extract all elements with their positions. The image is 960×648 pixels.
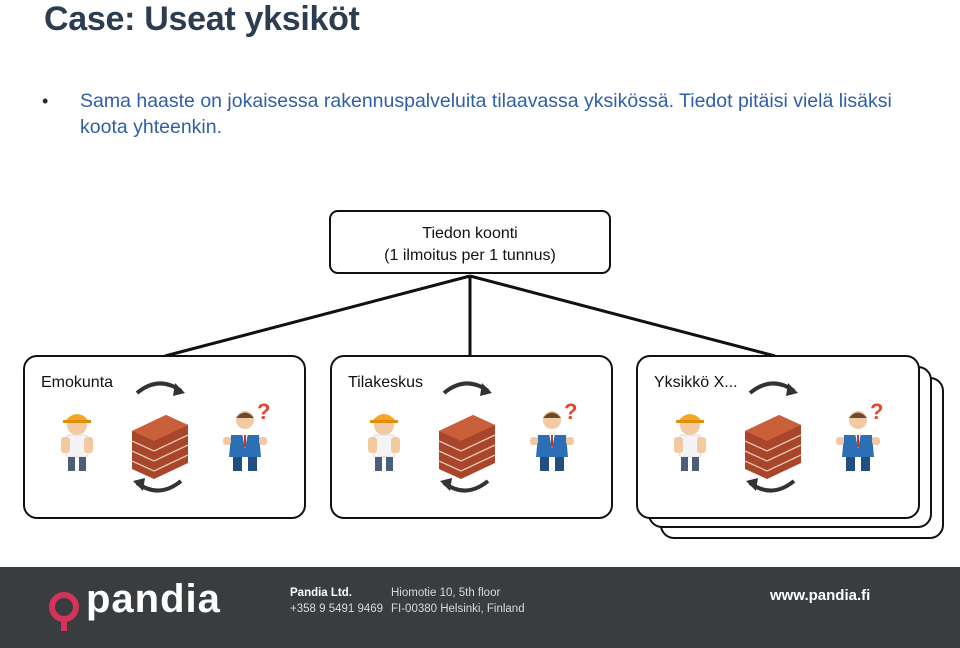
confused-businessman-icon xyxy=(223,399,271,471)
footer-url-link[interactable]: www.pandia.fi xyxy=(770,587,871,604)
footer-address-line2: FI-00380 Helsinki, Finland xyxy=(391,603,525,615)
unit-label: Tilakeskus xyxy=(348,374,423,391)
cycle-arrow-icon xyxy=(442,381,494,398)
pandia-logo-icon xyxy=(49,592,79,631)
footer-address-line1: Hiomotie 10, 5th floor xyxy=(391,587,501,599)
cycle-arrow-icon xyxy=(744,476,796,493)
cycle-arrow-icon xyxy=(438,476,490,493)
footer-contact: Pandia Ltd. +358 9 5491 9469 xyxy=(290,585,383,617)
center-box-line1: Tiedon koonti xyxy=(422,225,518,242)
builder-icon xyxy=(673,413,707,472)
bullet-dot: • xyxy=(42,91,49,111)
connector-right xyxy=(469,274,776,358)
confused-businessman-icon xyxy=(836,399,884,471)
cycle-arrow-icon xyxy=(748,381,800,398)
connector-left xyxy=(164,274,471,358)
brick-wall-icon xyxy=(744,414,802,480)
builder-icon xyxy=(60,413,94,472)
footer-company: Pandia Ltd. xyxy=(290,587,352,599)
brick-wall-icon xyxy=(438,414,496,480)
unit-box-yksikko-x: Yksikkö X... xyxy=(636,355,920,519)
footer-phone: +358 9 5491 9469 xyxy=(290,603,384,615)
footer-bar: pandia Pandia Ltd. +358 9 5491 9469 Hiom… xyxy=(0,567,960,648)
unit-label: Yksikkö X... xyxy=(654,374,738,391)
slide-title: Case: Useat yksiköt xyxy=(44,0,360,38)
center-box-line2: (1 ilmoitus per 1 tunnus) xyxy=(384,247,556,264)
unit-box-tilakeskus: Tilakeskus xyxy=(330,355,613,519)
footer-address: Hiomotie 10, 5th floor FI-00380 Helsinki… xyxy=(391,585,525,617)
bullet-item: • Sama haaste on jokaisessa rakennuspalv… xyxy=(42,88,932,140)
unit-box-emokunta: Emokunta xyxy=(23,355,306,519)
unit-label: Emokunta xyxy=(41,374,114,391)
logo-wordmark: pandia xyxy=(86,577,221,621)
brick-wall-icon xyxy=(131,414,189,480)
data-aggregation-box: Tiedon koonti (1 ilmoitus per 1 tunnus) xyxy=(329,210,611,274)
builder-icon xyxy=(367,413,401,472)
cycle-arrow-icon xyxy=(131,476,183,493)
cycle-arrow-icon xyxy=(135,381,187,398)
confused-businessman-icon xyxy=(530,399,578,471)
bullet-text: Sama haaste on jokaisessa rakennuspalvel… xyxy=(80,90,892,138)
